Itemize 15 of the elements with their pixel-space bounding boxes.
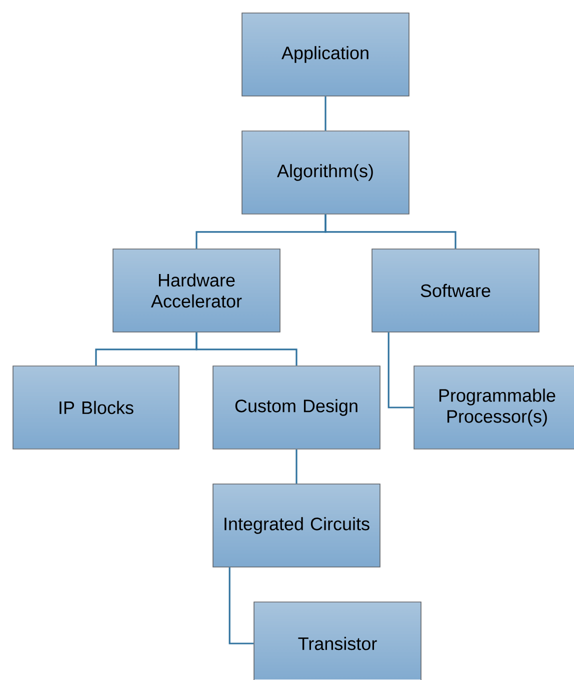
process-box: Software [372, 248, 540, 332]
connector-line [196, 332, 298, 366]
process-box: Custom Design [212, 366, 380, 450]
process-box: Algorithm(s) [242, 130, 410, 214]
process-box: IP Blocks [12, 366, 180, 450]
process-box: Application [242, 12, 410, 96]
process-box: Transistor [254, 602, 422, 680]
process-box: Integrated Circuits [212, 484, 380, 568]
connector-line [324, 96, 326, 131]
connector-line [324, 214, 456, 249]
process-box: Hardware Accelerator [112, 248, 280, 332]
connector-line [228, 567, 254, 644]
connector-line [388, 332, 414, 408]
process-box: Programmable Processor(s) [414, 366, 574, 450]
connector-line [296, 449, 298, 484]
